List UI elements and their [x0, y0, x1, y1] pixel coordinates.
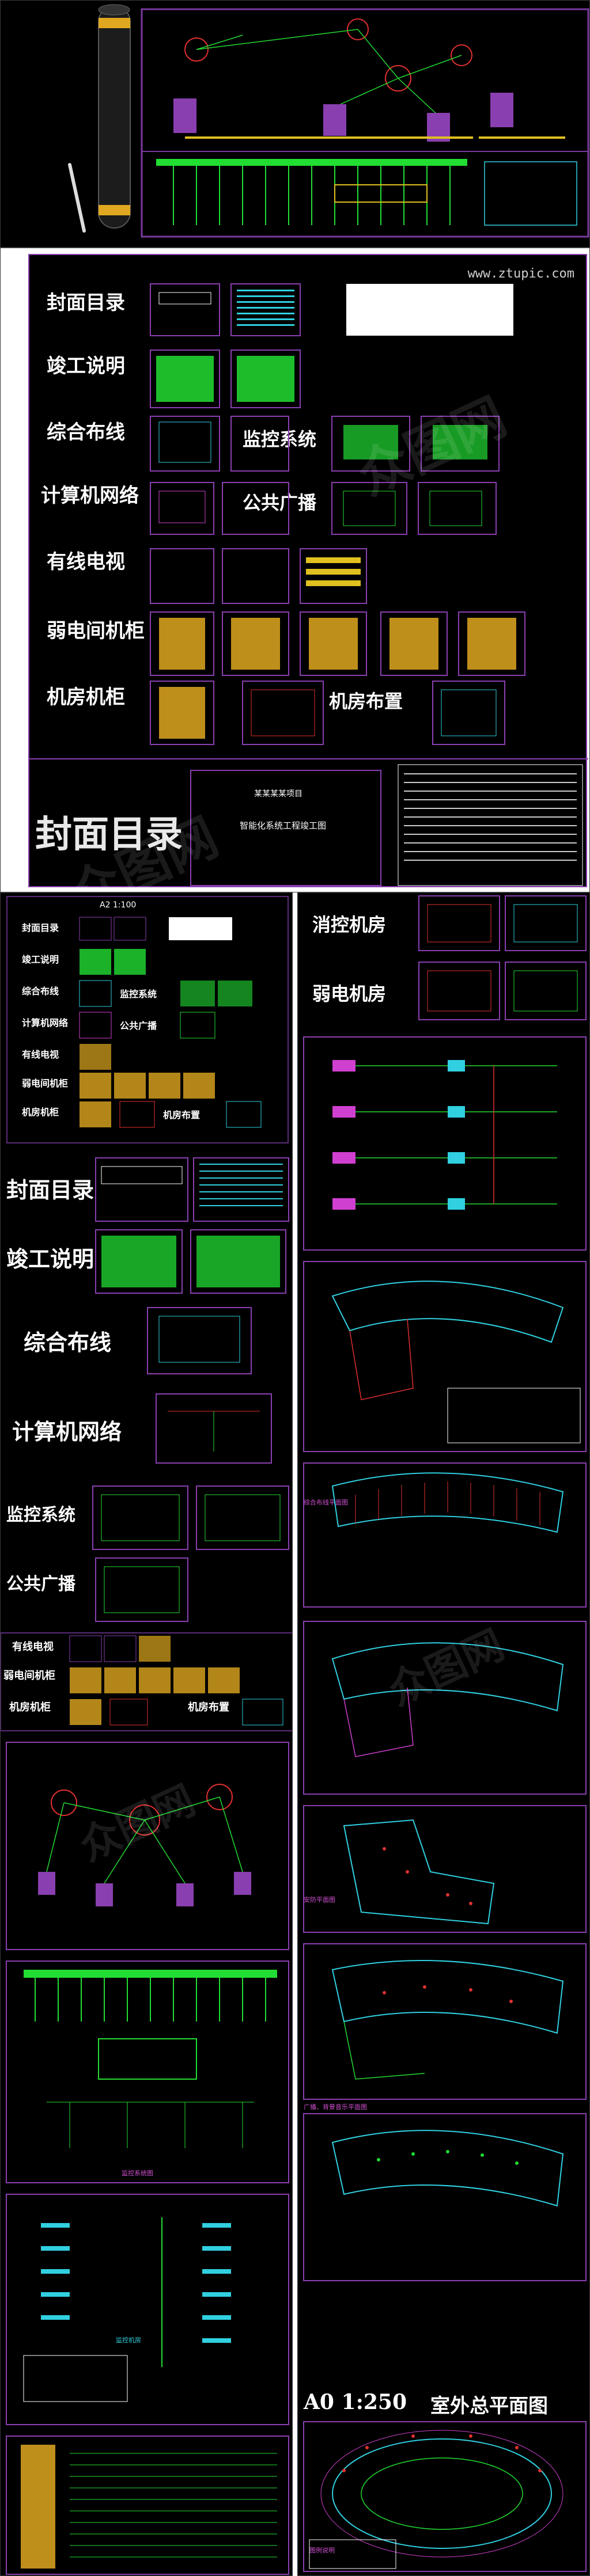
right-fire-room: 消控机房: [312, 914, 387, 936]
section-network: 计算机网络: [41, 484, 139, 507]
mini-broadcast: 公共广播: [120, 1020, 157, 1031]
mini-catalog-art: [79, 917, 262, 1128]
mini-cover: 封面目录: [22, 922, 59, 933]
cover-subtitle: 智能化系统工程竣工图: [240, 820, 327, 831]
left-monitoring: 监控系统: [6, 1505, 75, 1525]
left-cover: 封面目录: [6, 1177, 94, 1203]
right-collage-art: [303, 895, 587, 2572]
mini-catv: 有线电视: [22, 1049, 59, 1060]
left-weak-room: 弱电间机柜: [3, 1670, 55, 1682]
mini-completion: 竣工说明: [22, 954, 59, 965]
left-cabinet: 机房机柜: [9, 1701, 51, 1713]
mini-weak-room: 弱电间机柜: [22, 1078, 69, 1089]
mini-cabinet: 机房机柜: [22, 1107, 59, 1118]
section-completion: 竣工说明: [47, 355, 125, 378]
section-cabinet: 机房机柜: [47, 686, 125, 709]
catalog-board: www.ztupic.com 封面目录 竣工说明 综合布线 计算机网络 有线电视…: [0, 248, 590, 892]
hero-drawing-roll: [0, 0, 590, 248]
right-collage: 消控机房 弱电机房 A0 1:250 室外总平面图 综合布线平面图 安防平面图 …: [297, 892, 590, 2576]
left-room-layout: 机房布置: [188, 1701, 229, 1713]
mini-monitoring: 监控系统: [120, 989, 157, 1000]
outdoor-scale: A0 1:250: [304, 2390, 407, 2414]
label-cabling-floor: 综合布线平面图: [304, 1499, 348, 1506]
left-completion: 竣工说明: [6, 1246, 94, 1272]
mini-room-layout: 机房布置: [163, 1110, 201, 1120]
left-broadcast: 公共广播: [6, 1574, 75, 1594]
catalog-thumbnails: [29, 283, 588, 886]
site-url: www.ztupic.com: [467, 267, 574, 281]
label-pa-floor: 广播、背景音乐平面图: [304, 2103, 367, 2111]
section-room-layout: 机房布置: [329, 690, 403, 712]
left-catv: 有线电视: [12, 1641, 54, 1653]
mini-network: 计算机网络: [22, 1017, 69, 1028]
scale-label: A2 1:100: [100, 901, 137, 910]
label-legend: 图例说明: [309, 2547, 335, 2554]
section-weak-room: 弱电间机柜: [47, 620, 145, 643]
cctv-diagram-label: 监控系统图: [122, 2170, 153, 2177]
outdoor-title: 室外总平面图: [430, 2395, 548, 2418]
section-catv: 有线电视: [47, 550, 125, 573]
left-network: 计算机网络: [12, 1419, 122, 1445]
left-collage-art: [1, 1157, 292, 2575]
section-broadcast: 公共广播: [243, 492, 317, 514]
label-security-floor: 安防平面图: [304, 1896, 335, 1903]
right-weak-room: 弱电机房: [312, 983, 387, 1005]
cover-big-title: 封面目录: [35, 813, 183, 856]
mini-cabling: 综合布线: [22, 986, 59, 997]
mini-catalog: A2 1:100 封面目录 竣工说明 综合布线 计算机网络 有线电视 弱电间机柜…: [6, 896, 289, 1143]
roll-sheet-art: [68, 4, 589, 238]
left-collage: A2 1:100 封面目录 竣工说明 综合布线 计算机网络 有线电视 弱电间机柜…: [0, 892, 293, 2576]
catalog-sheet: www.ztupic.com 封面目录 竣工说明 综合布线 计算机网络 有线电视…: [28, 254, 588, 892]
section-cover: 封面目录: [47, 291, 125, 314]
section-cabling: 综合布线: [47, 421, 125, 444]
monitor-room-label: 监控机房: [116, 2336, 141, 2344]
cover-project: 某某某某项目: [254, 789, 302, 799]
section-monitoring: 监控系统: [243, 428, 317, 450]
left-cabling: 综合布线: [24, 1329, 112, 1355]
